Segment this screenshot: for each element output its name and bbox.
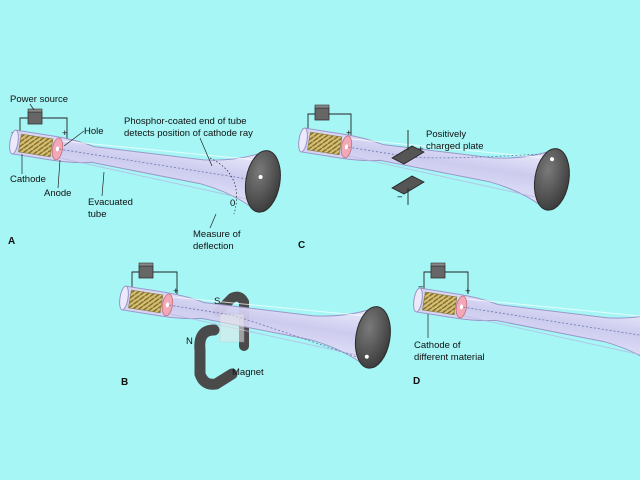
label-cathode-d-1: Cathode of [414,340,461,351]
label-anode: Anode [44,188,71,199]
ray-spot-a [258,175,263,180]
label-plate-1: Positively [426,129,466,140]
label-plus-c: + [346,128,352,139]
panel-a: A Power source − + 0 Hole Cathode Anode … [4,94,286,252]
deflection-scale [209,157,237,215]
label-cathode-d-2: different material [414,352,485,363]
panel-b-letter: B [121,377,128,388]
magnet-back [213,291,249,351]
charged-plates [391,130,425,205]
label-power-source: Power source [10,94,68,105]
label-cathode-a: Cathode [10,174,46,185]
label-minus-d: − [418,282,424,293]
cathode-ray-tube-c [293,109,575,214]
label-phosphor-2: detects position of cathode ray [124,128,253,139]
label-plate-minus: − [397,192,403,203]
label-plate-2: charged plate [426,141,484,152]
label-evacuated-2: tube [88,209,107,220]
panel-d: D − + Cathode of different material [408,262,640,387]
label-south: S [214,296,220,307]
positive-plate [391,145,425,165]
battery-d [423,262,469,294]
panel-c-letter: C [298,240,305,251]
label-evacuated-1: Evacuated [88,197,133,208]
cathode-ray-tube-d [408,269,640,370]
label-plus-d: + [465,286,471,297]
panel-b: B − + S N Magnet [114,262,396,390]
label-plate-plus: + [418,144,424,155]
label-zero: 0 [230,198,235,209]
label-north: N [186,336,193,347]
cathode-ray-tube-a [4,111,286,216]
label-phosphor-1: Phosphor-coated end of tube [124,116,247,127]
negative-plate [391,175,425,195]
panel-d-letter: D [413,376,420,387]
label-measure-2: deflection [193,241,234,252]
label-hole: Hole [84,126,104,137]
cathode-ray-tube-b [114,267,396,372]
label-plus-b: + [173,286,179,297]
label-plus-a: + [62,128,68,139]
ray-spot-b [364,354,369,359]
panel-c: C − + + − Positively charged plate [293,104,575,251]
panel-a-letter: A [8,236,15,247]
label-measure-1: Measure of [193,229,241,240]
magnet-front [194,313,245,390]
label-magnet: Magnet [232,367,264,378]
ray-spot-c [550,157,555,162]
